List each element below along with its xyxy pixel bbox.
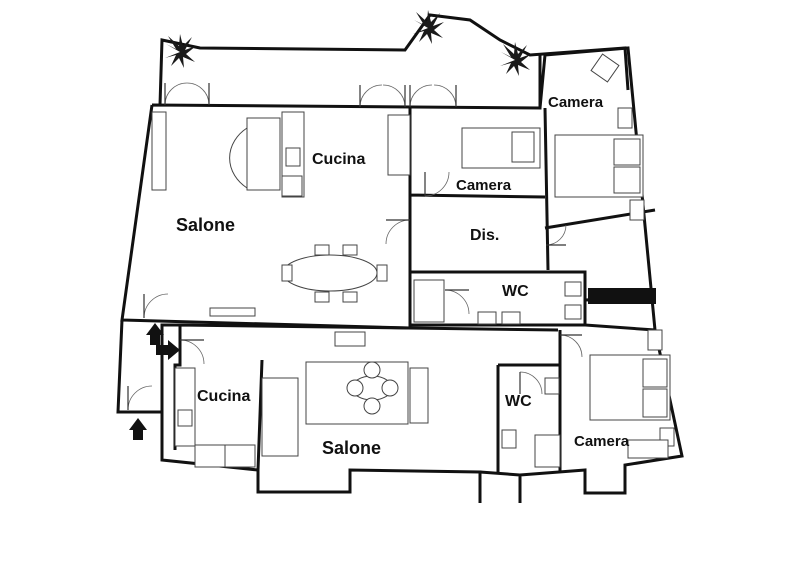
- chair: [363, 361, 381, 379]
- tv-unit: [209, 307, 256, 317]
- palm-icon: [413, 10, 444, 44]
- pillow: [642, 358, 668, 388]
- chair: [314, 291, 330, 303]
- sink: [177, 409, 193, 427]
- room-label-cucina-upper: Cucina: [312, 151, 365, 168]
- washbasin: [501, 311, 521, 325]
- chair: [314, 244, 330, 256]
- interior-walls-lower: [173, 323, 562, 472]
- stove: [281, 175, 303, 197]
- room-label-camera-upper-right: Camera: [548, 94, 604, 111]
- palm-icon: [165, 34, 196, 68]
- coffee-table: [334, 331, 366, 347]
- room-label-wc-lower: WC: [505, 393, 532, 410]
- entry-arrow-icon: [156, 340, 180, 360]
- pillow: [613, 138, 641, 166]
- room-label-disimpegno: Dis.: [470, 227, 499, 244]
- sink: [285, 147, 301, 167]
- bathtub: [413, 279, 445, 323]
- room-label-cucina-lower: Cucina: [197, 388, 250, 405]
- entry-arrow-icon: [146, 323, 164, 345]
- room-label-camera-lower: Camera: [574, 433, 630, 450]
- door: [359, 84, 457, 108]
- toilet: [544, 377, 560, 395]
- side-board: [409, 367, 429, 424]
- door: [164, 82, 210, 106]
- entry-arrow-icon: [129, 418, 147, 440]
- nightstand: [617, 107, 633, 129]
- pillow: [642, 388, 668, 418]
- shelf: [151, 111, 167, 191]
- interior-walls-upper: [408, 107, 656, 325]
- room-label-salone-upper: Salone: [176, 215, 235, 235]
- palm-icon: [500, 42, 531, 76]
- washbasin: [501, 429, 517, 449]
- chair: [363, 397, 381, 415]
- fridge: [224, 444, 256, 468]
- washbasin: [477, 311, 497, 325]
- chair: [381, 379, 399, 397]
- cabinet: [387, 114, 411, 176]
- nightstand: [647, 329, 663, 351]
- toilet: [564, 281, 582, 297]
- terrace-outline: [158, 13, 630, 106]
- chair: [342, 291, 358, 303]
- chair: [346, 379, 364, 397]
- wall-segment-dark: [588, 288, 656, 304]
- dining-table: [282, 254, 378, 292]
- lower-apartment-outline: [116, 319, 684, 503]
- door: [127, 171, 583, 411]
- room-label-wc-upper: WC: [502, 283, 529, 300]
- room-label-salone-lower: Salone: [322, 438, 381, 458]
- terrace-chair: [590, 53, 620, 83]
- pillow: [613, 166, 641, 194]
- kitchen-counter: [174, 367, 196, 447]
- sofa: [261, 377, 299, 457]
- room-label-camera-upper-middle: Camera: [456, 177, 512, 194]
- chair: [342, 244, 358, 256]
- chair: [281, 264, 293, 282]
- sofa: [246, 117, 281, 191]
- nightstand: [629, 199, 645, 221]
- shower: [534, 434, 561, 468]
- pillow: [511, 131, 535, 163]
- chair: [376, 264, 388, 282]
- round-table: [229, 127, 248, 189]
- wardrobe: [627, 439, 669, 459]
- bidet: [564, 304, 582, 320]
- kitchen-counter: [194, 444, 226, 468]
